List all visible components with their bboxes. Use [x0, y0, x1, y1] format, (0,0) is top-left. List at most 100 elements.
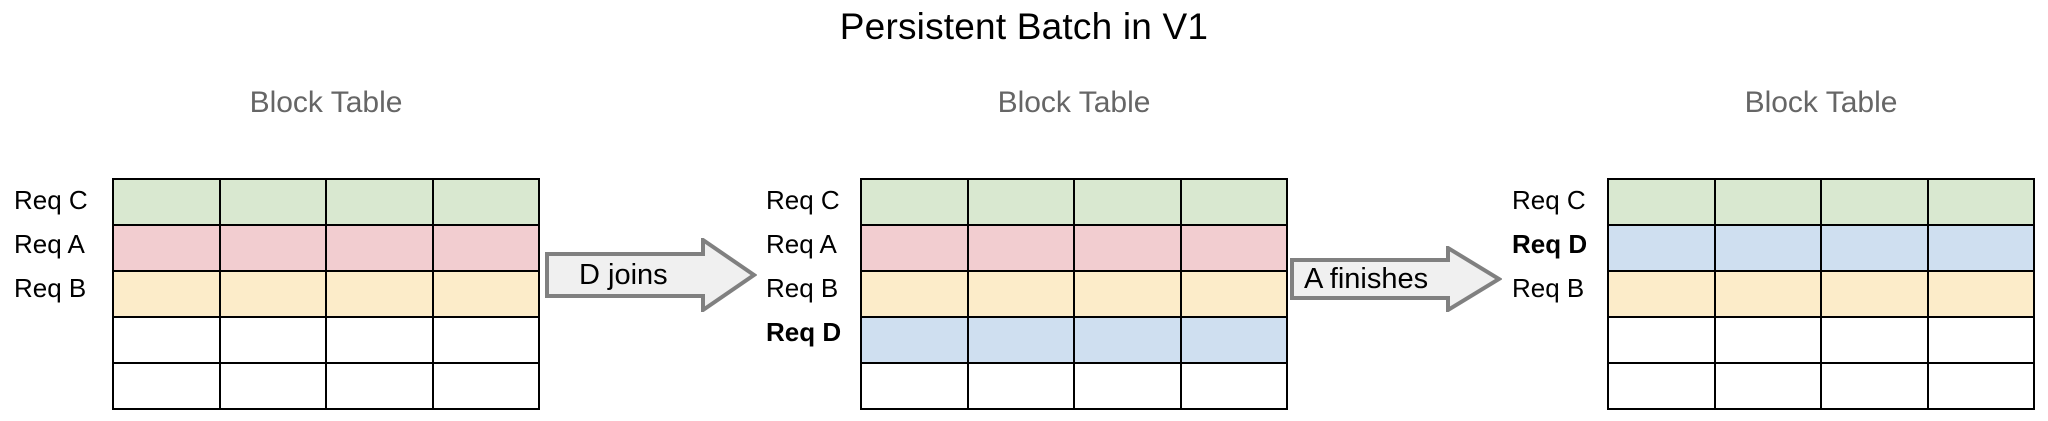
block-cell[interactable] — [1926, 270, 2035, 318]
block-cell[interactable] — [1926, 178, 2035, 226]
stage-3: Block Table Req C Req D Req B — [1500, 0, 2048, 421]
block-cell[interactable] — [860, 362, 969, 410]
block-cell[interactable] — [218, 178, 327, 226]
block-cell[interactable] — [1926, 316, 2035, 364]
block-cell[interactable] — [112, 178, 221, 226]
block-cell[interactable] — [1926, 224, 2035, 272]
block-cell[interactable] — [431, 224, 540, 272]
block-cell[interactable] — [1713, 224, 1822, 272]
table-row — [860, 270, 1288, 318]
block-cell[interactable] — [218, 224, 327, 272]
block-cell[interactable] — [1607, 178, 1716, 226]
table-row — [860, 224, 1288, 272]
block-table-2 — [860, 178, 1288, 410]
row-label: Req B — [766, 273, 839, 303]
block-cell[interactable] — [431, 270, 540, 318]
arrow-right-icon — [545, 238, 757, 312]
stage-2-row-labels: Req C Req A Req B Req D — [766, 178, 856, 398]
block-cell[interactable] — [1073, 270, 1182, 318]
block-cell[interactable] — [966, 270, 1075, 318]
row-label: Req A — [14, 229, 85, 259]
block-cell[interactable] — [1073, 178, 1182, 226]
block-cell[interactable] — [431, 362, 540, 410]
block-cell[interactable] — [1713, 316, 1822, 364]
block-cell[interactable] — [860, 270, 969, 318]
row-label: Req B — [1512, 273, 1585, 303]
block-cell[interactable] — [1179, 316, 1288, 364]
row-label: Req C — [766, 185, 840, 215]
block-cell[interactable] — [325, 178, 434, 226]
block-cell[interactable] — [1179, 178, 1288, 226]
table-row — [112, 362, 540, 410]
row-label: Req C — [14, 185, 88, 215]
block-cell[interactable] — [1179, 362, 1288, 410]
row-label: Req D — [766, 317, 842, 347]
block-cell[interactable] — [325, 270, 434, 318]
block-table-1 — [112, 178, 540, 410]
block-cell[interactable] — [218, 362, 327, 410]
block-cell[interactable] — [1179, 270, 1288, 318]
stage-2-caption: Block Table — [997, 86, 1151, 119]
block-cell[interactable] — [1073, 316, 1182, 364]
table-row — [112, 270, 540, 318]
block-cell[interactable] — [966, 224, 1075, 272]
block-cell[interactable] — [1607, 316, 1716, 364]
block-cell[interactable] — [1607, 270, 1716, 318]
block-cell[interactable] — [966, 316, 1075, 364]
row-label: Req D — [1512, 229, 1588, 259]
block-cell[interactable] — [966, 178, 1075, 226]
block-cell[interactable] — [860, 178, 969, 226]
block-cell[interactable] — [860, 224, 969, 272]
block-cell[interactable] — [1713, 362, 1822, 410]
stage-1: Block Table Req C Req A Req B — [0, 0, 560, 421]
block-cell[interactable] — [112, 316, 221, 364]
row-label: Req C — [1512, 185, 1586, 215]
block-cell[interactable] — [218, 270, 327, 318]
block-cell[interactable] — [1820, 362, 1929, 410]
table-row — [1607, 178, 2035, 226]
stage-1-caption: Block Table — [249, 86, 403, 119]
block-cell[interactable] — [860, 316, 969, 364]
table-row — [1607, 316, 2035, 364]
block-cell[interactable] — [325, 224, 434, 272]
stage-3-row-labels: Req C Req D Req B — [1512, 178, 1602, 398]
arrow-label: D joins — [579, 258, 668, 291]
block-cell[interactable] — [431, 178, 540, 226]
table-row — [860, 316, 1288, 364]
block-cell[interactable] — [325, 362, 434, 410]
block-cell[interactable] — [325, 316, 434, 364]
block-cell[interactable] — [218, 316, 327, 364]
block-cell[interactable] — [1926, 362, 2035, 410]
block-cell[interactable] — [112, 362, 221, 410]
block-cell[interactable] — [1073, 362, 1182, 410]
block-cell[interactable] — [1820, 316, 1929, 364]
table-row — [1607, 224, 2035, 272]
transition-arrow-d-joins[interactable]: D joins — [545, 238, 757, 312]
block-cell[interactable] — [1820, 270, 1929, 318]
block-cell[interactable] — [1820, 178, 1929, 226]
table-row — [112, 224, 540, 272]
table-row — [112, 178, 540, 226]
arrow-label: A finishes — [1304, 262, 1429, 295]
table-row — [1607, 270, 2035, 318]
block-cell[interactable] — [112, 270, 221, 318]
row-label: Req A — [766, 229, 837, 259]
block-cell[interactable] — [112, 224, 221, 272]
block-cell[interactable] — [1073, 224, 1182, 272]
block-cell[interactable] — [1820, 224, 1929, 272]
transition-arrow-a-finishes[interactable]: A finishes — [1290, 246, 1502, 312]
block-cell[interactable] — [1713, 270, 1822, 318]
block-cell[interactable] — [431, 316, 540, 364]
table-row — [112, 316, 540, 364]
block-cell[interactable] — [1607, 224, 1716, 272]
block-cell[interactable] — [1713, 178, 1822, 226]
arrow-right-icon — [1290, 246, 1502, 312]
table-row — [1607, 362, 2035, 410]
stage-3-caption: Block Table — [1744, 86, 1898, 119]
table-row — [860, 362, 1288, 410]
block-cell[interactable] — [1607, 362, 1716, 410]
block-cell[interactable] — [1179, 224, 1288, 272]
stage-2: Block Table Req C Req A Req B Req D — [760, 0, 1290, 421]
block-cell[interactable] — [966, 362, 1075, 410]
